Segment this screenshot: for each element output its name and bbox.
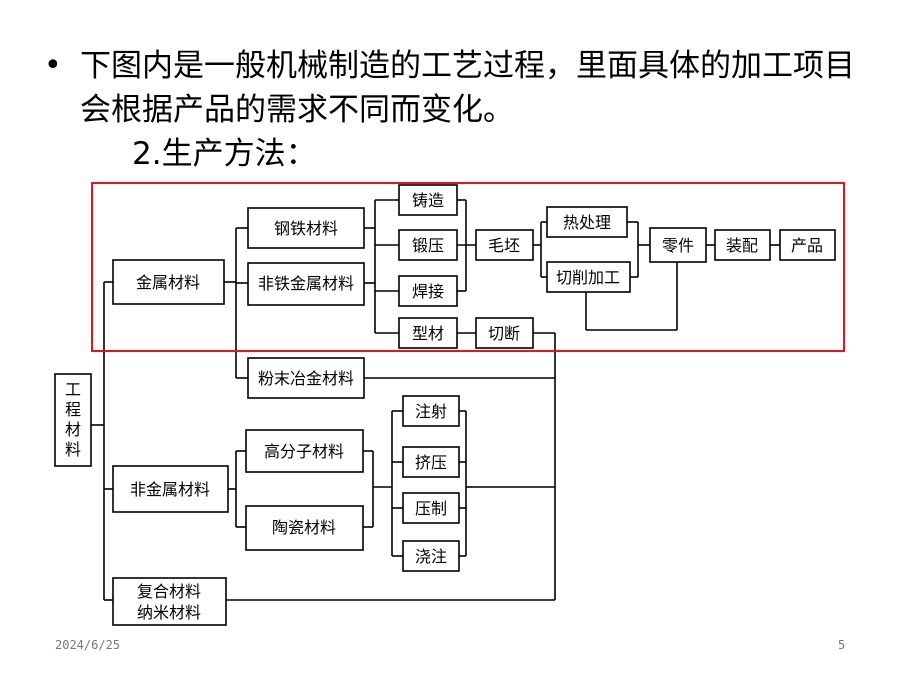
- svg-text:切断: 切断: [488, 324, 520, 343]
- node-nonmetal: 非金属材料: [112, 465, 229, 513]
- svg-text:毛坯: 毛坯: [488, 236, 520, 255]
- svg-text:压制: 压制: [415, 499, 447, 518]
- svg-text:复合材料: 复合材料: [137, 582, 201, 601]
- svg-text:注射: 注射: [415, 402, 447, 421]
- node-welding: 焊接: [398, 275, 458, 307]
- node-heat-treatment: 热处理: [546, 206, 628, 238]
- root-label-2: 程: [65, 400, 81, 419]
- svg-text:高分子材料: 高分子材料: [264, 442, 344, 461]
- node-polymer: 高分子材料: [245, 429, 364, 473]
- svg-text:零件: 零件: [662, 236, 694, 255]
- highlight-box: [91, 182, 845, 352]
- svg-text:挤压: 挤压: [415, 453, 447, 472]
- svg-text:粉末冶金材料: 粉末冶金材料: [258, 369, 354, 388]
- svg-text:锻压: 锻压: [412, 236, 444, 255]
- page-number: 5: [838, 638, 846, 652]
- node-injection: 注射: [402, 395, 460, 427]
- node-part: 零件: [649, 227, 707, 263]
- node-casting: 铸造: [398, 184, 458, 216]
- node-pouring: 浇注: [402, 540, 460, 572]
- svg-text:焊接: 焊接: [412, 282, 444, 301]
- root-label-3: 材: [65, 420, 81, 439]
- svg-text:非金属材料: 非金属材料: [130, 480, 210, 499]
- svg-text:切削加工: 切削加工: [556, 268, 620, 287]
- node-product: 产品: [779, 229, 836, 261]
- svg-text:陶瓷材料: 陶瓷材料: [272, 518, 336, 537]
- svg-text:产品: 产品: [791, 236, 823, 255]
- footer-date: 2024/6/25: [55, 638, 121, 652]
- bullet-dot: •: [44, 48, 62, 83]
- svg-text:纳米材料: 纳米材料: [137, 603, 201, 622]
- subheading: 2.生产方法：: [132, 136, 317, 172]
- node-forging: 锻压: [398, 229, 458, 261]
- node-extrusion: 挤压: [402, 446, 460, 478]
- node-machining: 切削加工: [546, 261, 631, 293]
- root-label-4: 料: [65, 440, 81, 459]
- bullet-text: 下图内是一般机械制造的工艺过程，里面具体的加工项目会根据产品的需求不同而变化。: [80, 48, 855, 128]
- node-blank: 毛坯: [475, 229, 534, 261]
- svg-text:型材: 型材: [412, 324, 444, 343]
- node-assembly: 装配: [714, 229, 771, 261]
- node-steel: 钢铁材料: [247, 207, 365, 249]
- svg-text:铸造: 铸造: [412, 191, 444, 210]
- svg-text:装配: 装配: [726, 236, 758, 255]
- node-powder: 粉末冶金材料: [247, 357, 365, 399]
- connector-lines: [91, 199, 780, 601]
- node-profile: 型材: [398, 317, 458, 349]
- svg-text:热处理: 热处理: [563, 213, 611, 232]
- node-composite: 复合材料 纳米材料: [112, 577, 227, 626]
- svg-text:金属材料: 金属材料: [136, 273, 200, 292]
- node-metal: 金属材料: [112, 259, 225, 305]
- bullet-paragraph: • 下图内是一般机械制造的工艺过程，里面具体的加工项目会根据产品的需求不同而变化…: [44, 44, 864, 132]
- node-ceramic: 陶瓷材料: [245, 505, 364, 551]
- node-cutoff: 切断: [475, 317, 534, 349]
- svg-text:浇注: 浇注: [415, 547, 447, 566]
- node-pressing: 压制: [402, 492, 460, 524]
- root-node: 工 程 材 料: [54, 373, 92, 467]
- svg-text:非铁金属材料: 非铁金属材料: [258, 274, 354, 293]
- svg-text:钢铁材料: 钢铁材料: [274, 219, 338, 238]
- root-label-1: 工: [65, 380, 81, 399]
- node-nonferrous: 非铁金属材料: [247, 262, 365, 306]
